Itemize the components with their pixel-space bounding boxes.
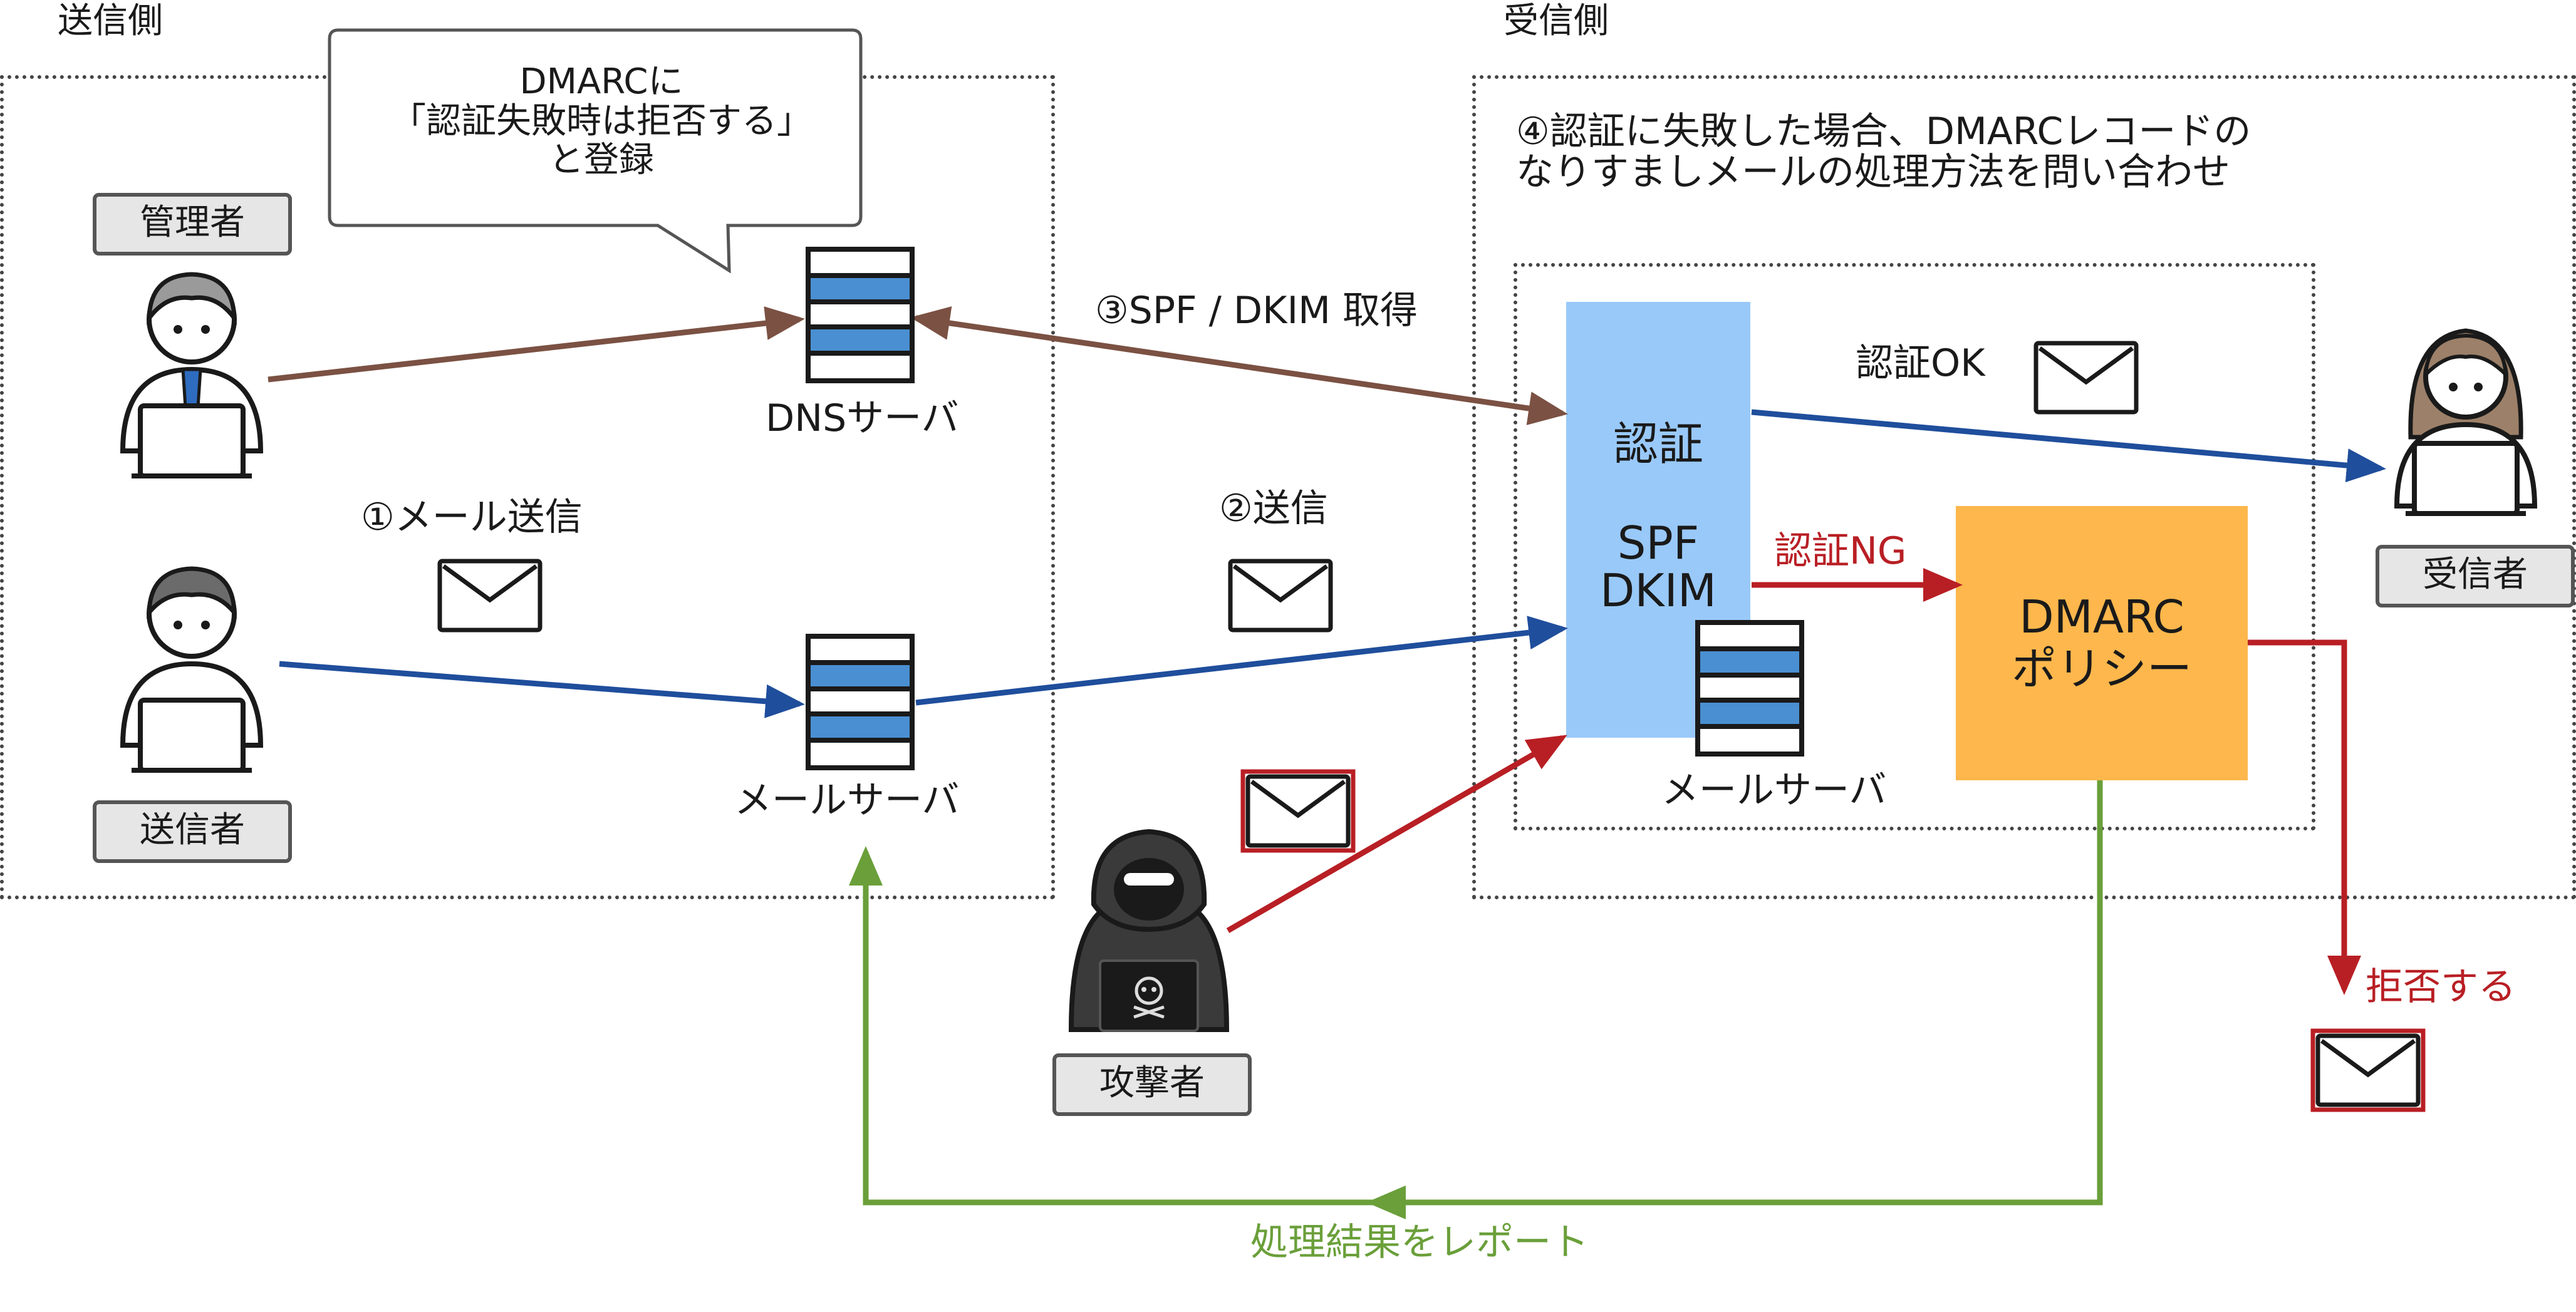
rejected-envelope-icon [2313, 1031, 2423, 1110]
receiver-region [1472, 75, 2576, 899]
step1-label: ①メール送信 [361, 495, 583, 539]
report-arrow-to-sender [849, 846, 1403, 1206]
spoofed-envelope-icon [1243, 772, 1353, 850]
receiver-mail-server-icon [1698, 622, 1802, 754]
reject-arrow [2248, 639, 2361, 995]
callout-line: と登録 [549, 140, 654, 181]
sender-side-label: 送信側 [58, 1, 163, 41]
sender-mail-server-label: メールサーバ [734, 778, 960, 822]
reject-label: 拒否する [2366, 965, 2516, 1009]
auth-ng-label: 認証NG [1774, 529, 1907, 573]
dmarc-line: ポリシー [2011, 642, 2192, 695]
envelope-icon [440, 561, 540, 630]
admin-to-dns-arrow [267, 306, 805, 383]
callout-bubble [328, 28, 863, 274]
envelope-icon [1230, 561, 1331, 630]
auth-title: 認証 [1613, 418, 1703, 470]
dns-server-label: DNSサーバ [766, 396, 959, 440]
hacker-icon [1068, 829, 1230, 1032]
auth-ok-label: 認証OK [1856, 341, 1985, 385]
admin-person-icon [120, 272, 264, 476]
attacker-to-auth-arrow [1226, 735, 1567, 933]
step4-label: ④認証に失敗した場合、DMARCレコードの なりすましメールの処理方法を問い合わ… [1516, 111, 2251, 193]
callout-line: DMARCに [519, 61, 683, 102]
step3-label: ③SPF / DKIM 取得 [1095, 289, 1418, 333]
recipient-tag: 受信者 [2376, 545, 2575, 607]
mailserver-to-auth-arrow [915, 616, 1568, 706]
dmarc-line: DMARC [2019, 591, 2184, 643]
sender-tag: 送信者 [93, 800, 292, 863]
receiver-mail-server-label: メールサーバ [1661, 768, 1887, 812]
callout-text: DMARCに 「認証失敗時は拒否する」 と登録 [351, 61, 852, 181]
step2-label: ②送信 [1219, 487, 1328, 530]
recipient-person-icon [2394, 328, 2538, 514]
sender-to-mailserver-arrow [279, 661, 805, 718]
envelope-icon [2036, 343, 2136, 412]
receiver-side-label: 受信側 [1504, 1, 1609, 41]
skull-icon [1133, 976, 1165, 1019]
sender-person-icon [120, 566, 264, 770]
admin-tag: 管理者 [93, 193, 292, 256]
dns-server-icon [808, 249, 912, 381]
dns-auth-arrow [910, 306, 1568, 425]
dmarc-policy-label: DMARC ポリシー [1956, 591, 2248, 695]
callout-line: 「認証失敗時は拒否する」 [391, 100, 812, 142]
attacker-tag: 攻撃者 [1052, 1053, 1252, 1116]
report-arrow [1366, 780, 2103, 1219]
auth-method-spf: SPF [1617, 517, 1700, 569]
sender-mail-server-icon [808, 636, 912, 768]
dmarc-policy-box [1956, 506, 2248, 780]
auth-method-dkim: DKIM [1599, 564, 1716, 617]
receiver-inner-region [1514, 263, 2315, 830]
step4-line: ④認証に失敗した場合、DMARCレコードの [1516, 110, 2251, 153]
auth-ok-arrow [1751, 409, 2386, 483]
step4-line: なりすましメールの処理方法を問い合わせ [1516, 150, 2230, 194]
report-label: 処理結果をレポート [1250, 1221, 1589, 1264]
